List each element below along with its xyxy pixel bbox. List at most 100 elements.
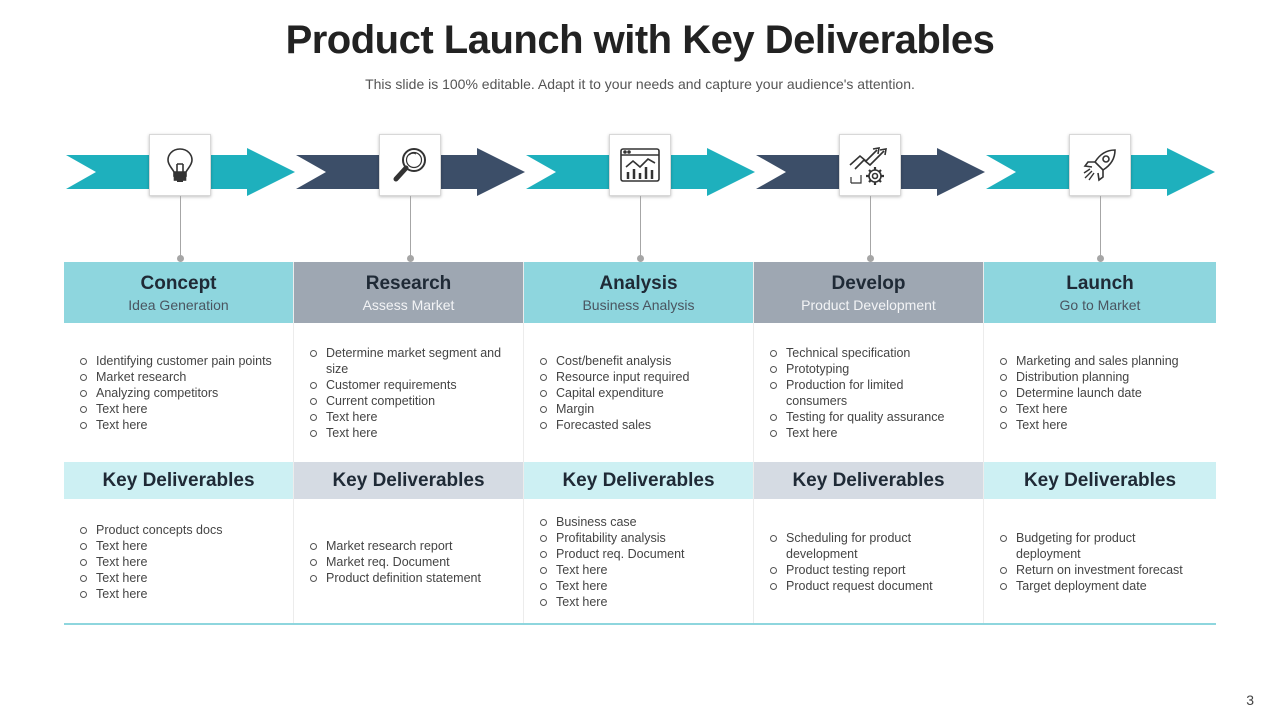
list-item: Product req. Document [538,546,733,562]
list-item: Business case [538,514,733,530]
stage-subtitle: Go to Market [1059,297,1141,313]
analytics-chart-icon [620,148,660,182]
list-item: Text here [78,417,273,433]
slide-subtitle: This slide is 100% editable. Adapt it to… [365,76,915,92]
list-item: Testing for quality assurance [768,409,963,425]
list-item: Text here [78,570,273,586]
stage-header: Develop Product Development [754,262,983,323]
list-item: Marketing and sales planning [998,353,1196,369]
stage-name: Develop [831,273,906,294]
list-item: Text here [998,417,1196,433]
list-item: Text here [78,538,273,554]
stage-column-develop: Develop Product Development Technical sp… [754,262,984,624]
stage-name: Concept [140,273,217,294]
list-item: Technical specification [768,345,963,361]
list-item: Text here [308,409,503,425]
deliverables-header: Key Deliverables [64,462,293,499]
list-item: Prototyping [768,361,963,377]
stage-name: Analysis [599,273,678,294]
list-item: Text here [78,586,273,602]
stage-header: Research Assess Market [294,262,523,323]
list-item: Market research report [308,538,503,554]
lightbulb-icon [167,148,193,182]
list-item: Current competition [308,393,503,409]
stage-column-analysis: Analysis Business Analysis Cost/benefit … [524,262,754,624]
list-item: Margin [538,401,733,417]
list-item: Text here [308,425,503,441]
list-item: Analyzing competitors [78,385,273,401]
icon-box-develop [839,134,901,196]
connector-launch [1100,196,1101,258]
page-number: 3 [1246,692,1254,708]
connector-dot-analysis [637,255,644,262]
stage-subtitle: Business Analysis [582,297,695,313]
list-item: Capital expenditure [538,385,733,401]
stage-name: Research [365,273,452,294]
list-item: Budgeting for product deployment [998,530,1196,562]
list-item: Scheduling for product development [768,530,963,562]
list-item: Market research [78,369,273,385]
stage-column-concept: Concept Idea Generation Identifying cust… [64,262,294,624]
bottom-divider [64,623,1216,625]
stage-column-launch: Launch Go to Market Marketing and sales … [984,262,1216,624]
deliverables-header: Key Deliverables [294,462,523,499]
list-item: Text here [538,562,733,578]
connector-dot-research [407,255,414,262]
connector-research [410,196,411,258]
slide-title: Product Launch with Key Deliverables [285,18,995,62]
connector-dot-launch [1097,255,1104,262]
list-item: Text here [538,594,733,610]
stage-header: Launch Go to Market [984,262,1216,323]
list-item: Text here [538,578,733,594]
icon-box-research [379,134,441,196]
connector-concept [180,196,181,258]
list-item: Return on investment forecast [998,562,1196,578]
stage-subtitle: Product Development [801,297,936,313]
rocket-icon [1083,149,1116,182]
list-item: Cost/benefit analysis [538,353,733,369]
stage-header: Concept Idea Generation [64,262,293,323]
list-item: Product definition statement [308,570,503,586]
list-item: Target deployment date [998,578,1196,594]
list-item: Customer requirements [308,377,503,393]
stage-subtitle: Assess Market [362,297,455,313]
list-item: Production for limited consumers [768,377,963,409]
list-item: Product testing report [768,562,963,578]
growth-gear-icon [849,147,887,185]
list-item: Distribution planning [998,369,1196,385]
list-item: Determine market segment and size [308,345,503,377]
stage-column-research: Research Assess Market Determine market … [294,262,524,624]
list-item: Text here [78,554,273,570]
list-item: Text here [768,425,963,441]
list-item: Product request document [768,578,963,594]
list-item: Forecasted sales [538,417,733,433]
deliverables-header: Key Deliverables [524,462,753,499]
icon-box-launch [1069,134,1131,196]
deliverables-header: Key Deliverables [754,462,983,499]
stage-subtitle: Idea Generation [128,297,229,313]
list-item: Product concepts docs [78,522,273,538]
list-item: Profitability analysis [538,530,733,546]
list-item: Determine launch date [998,385,1196,401]
list-item: Identifying customer pain points [78,353,273,369]
